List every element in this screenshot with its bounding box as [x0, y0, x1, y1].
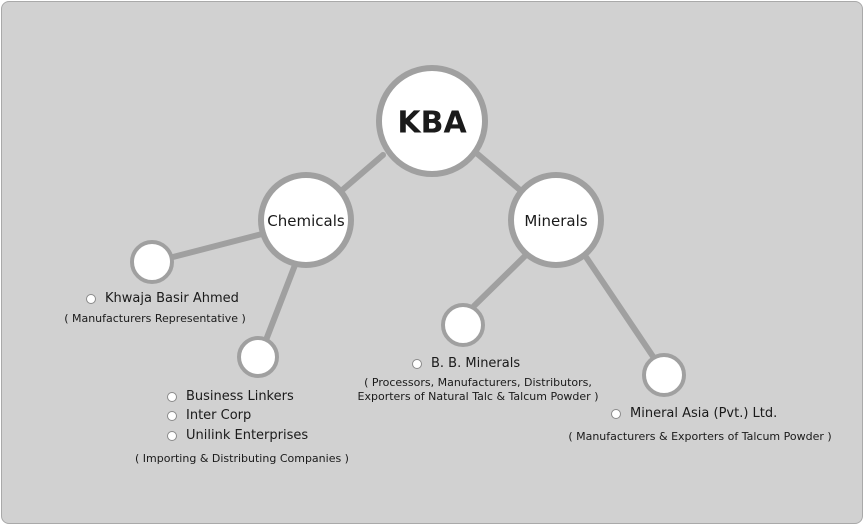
bb-description-line-2: Exporters of Natural Talc & Talcum Powde… — [357, 390, 599, 403]
chemicals-label: Chemicals — [267, 212, 345, 230]
mineral-asia-node — [642, 353, 686, 397]
importers-node — [237, 336, 279, 378]
importers-description: ( Importing & Distributing Companies ) — [135, 452, 349, 465]
list-item-mineral-asia: Mineral Asia (Pvt.) Ltd. — [611, 406, 777, 421]
chemicals-node — [258, 172, 354, 268]
bb-minerals-node — [441, 303, 485, 347]
connector-minerals-mineral-asia — [583, 254, 657, 361]
kba-node — [376, 65, 488, 177]
list-item-unilink: Unilink Enterprises — [167, 428, 308, 443]
list-item-bb-minerals: B. B. Minerals — [412, 356, 520, 371]
bullet-icon — [86, 293, 96, 304]
mineral-asia-description: ( Manufacturers & Exporters of Talcum Po… — [568, 430, 832, 443]
minerals-node — [508, 172, 604, 268]
list-item-business-linkers: Business Linkers — [167, 389, 294, 404]
bullet-icon — [611, 408, 621, 419]
connector-kba-chemicals — [337, 152, 386, 195]
connector-chemicals-khwaja — [170, 231, 265, 260]
unilink-label: Unilink Enterprises — [186, 428, 309, 443]
business-linkers-label: Business Linkers — [186, 389, 294, 404]
bullet-icon — [167, 391, 177, 402]
bullet-icon — [167, 430, 177, 441]
bb-description-line-1: ( Processors, Manufacturers, Distributor… — [364, 376, 592, 389]
connector-chemicals-importers — [263, 262, 298, 343]
connector-minerals-bb — [471, 253, 528, 309]
inter-corp-label: Inter Corp — [186, 408, 252, 423]
connector-kba-minerals — [471, 148, 523, 193]
bb-minerals-description: ( Processors, Manufacturers, Distributor… — [358, 376, 599, 404]
khwaja-description: ( Manufacturers Representative ) — [64, 312, 246, 325]
list-item-inter-corp: Inter Corp — [167, 408, 251, 423]
kba-label: KBA — [397, 105, 467, 141]
bb-minerals-label: B. B. Minerals — [431, 356, 521, 371]
minerals-label: Minerals — [524, 212, 588, 230]
bullet-icon — [167, 410, 177, 421]
mineral-asia-label: Mineral Asia (Pvt.) Ltd. — [630, 406, 778, 421]
list-item-khwaja: Khwaja Basir Ahmed — [86, 291, 239, 306]
bullet-icon — [412, 358, 422, 369]
khwaja-node — [130, 240, 174, 284]
khwaja-label: Khwaja Basir Ahmed — [105, 291, 239, 306]
